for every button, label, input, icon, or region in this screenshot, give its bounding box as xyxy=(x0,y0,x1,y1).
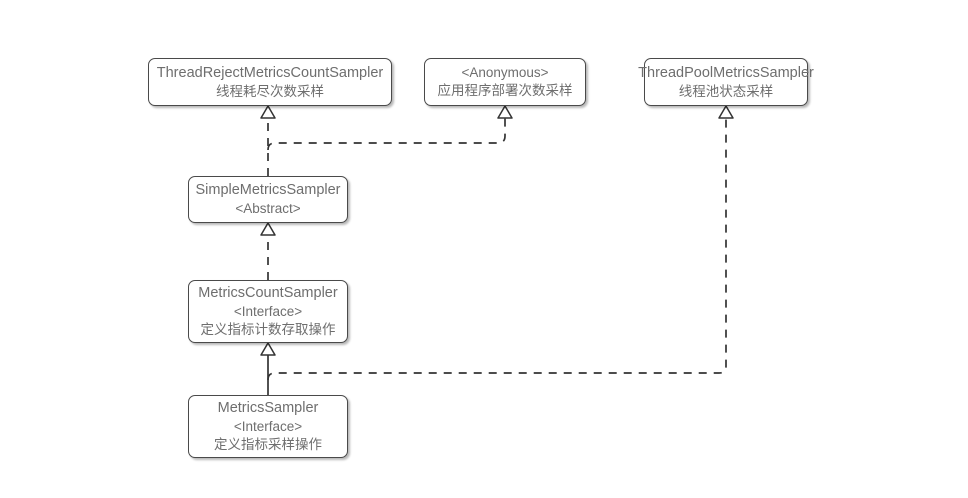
edge-metricssampler-to-threadpool xyxy=(267,118,727,381)
edge-simple-to-anonymous xyxy=(267,118,506,151)
arrowhead-simple xyxy=(260,222,276,236)
class-description: 线程池状态采样 xyxy=(678,83,774,99)
arrowhead-anonymous xyxy=(497,105,513,119)
arrowhead-threadpool xyxy=(718,105,734,119)
class-name: MetricsSampler xyxy=(217,400,319,417)
class-description: 线程耗尽次数采样 xyxy=(216,83,324,99)
class-node-metrics-sampler[interactable]: MetricsSampler <Interface> 定义指标采样操作 xyxy=(188,395,348,458)
class-stereotype: <Interface> xyxy=(233,304,303,320)
class-stereotype: <Interface> xyxy=(233,419,303,435)
class-stereotype: <Abstract> xyxy=(235,201,301,217)
arrowhead-threadreject xyxy=(260,105,276,119)
arrowhead-metricscount xyxy=(260,342,276,356)
class-description: 定义指标采样操作 xyxy=(214,437,322,453)
class-name: ThreadPoolMetricsSampler xyxy=(638,64,814,81)
class-name: ThreadRejectMetricsCountSampler xyxy=(156,64,384,81)
class-node-thread-reject-metrics-count-sampler[interactable]: ThreadRejectMetricsCountSampler 线程耗尽次数采样 xyxy=(148,58,392,106)
class-name: MetricsCountSampler xyxy=(198,285,338,302)
class-description: 定义指标计数存取操作 xyxy=(200,322,336,338)
class-description: 应用程序部署次数采样 xyxy=(437,83,573,98)
class-node-metrics-count-sampler[interactable]: MetricsCountSampler <Interface> 定义指标计数存取… xyxy=(188,280,348,343)
class-node-anonymous[interactable]: <Anonymous> 应用程序部署次数采样 xyxy=(424,58,586,106)
class-stereotype: <Anonymous> xyxy=(461,65,549,81)
class-name: SimpleMetricsSampler xyxy=(195,182,341,199)
class-node-thread-pool-metrics-sampler[interactable]: ThreadPoolMetricsSampler 线程池状态采样 xyxy=(638,58,814,106)
class-node-simple-metrics-sampler[interactable]: SimpleMetricsSampler <Abstract> xyxy=(188,176,348,223)
